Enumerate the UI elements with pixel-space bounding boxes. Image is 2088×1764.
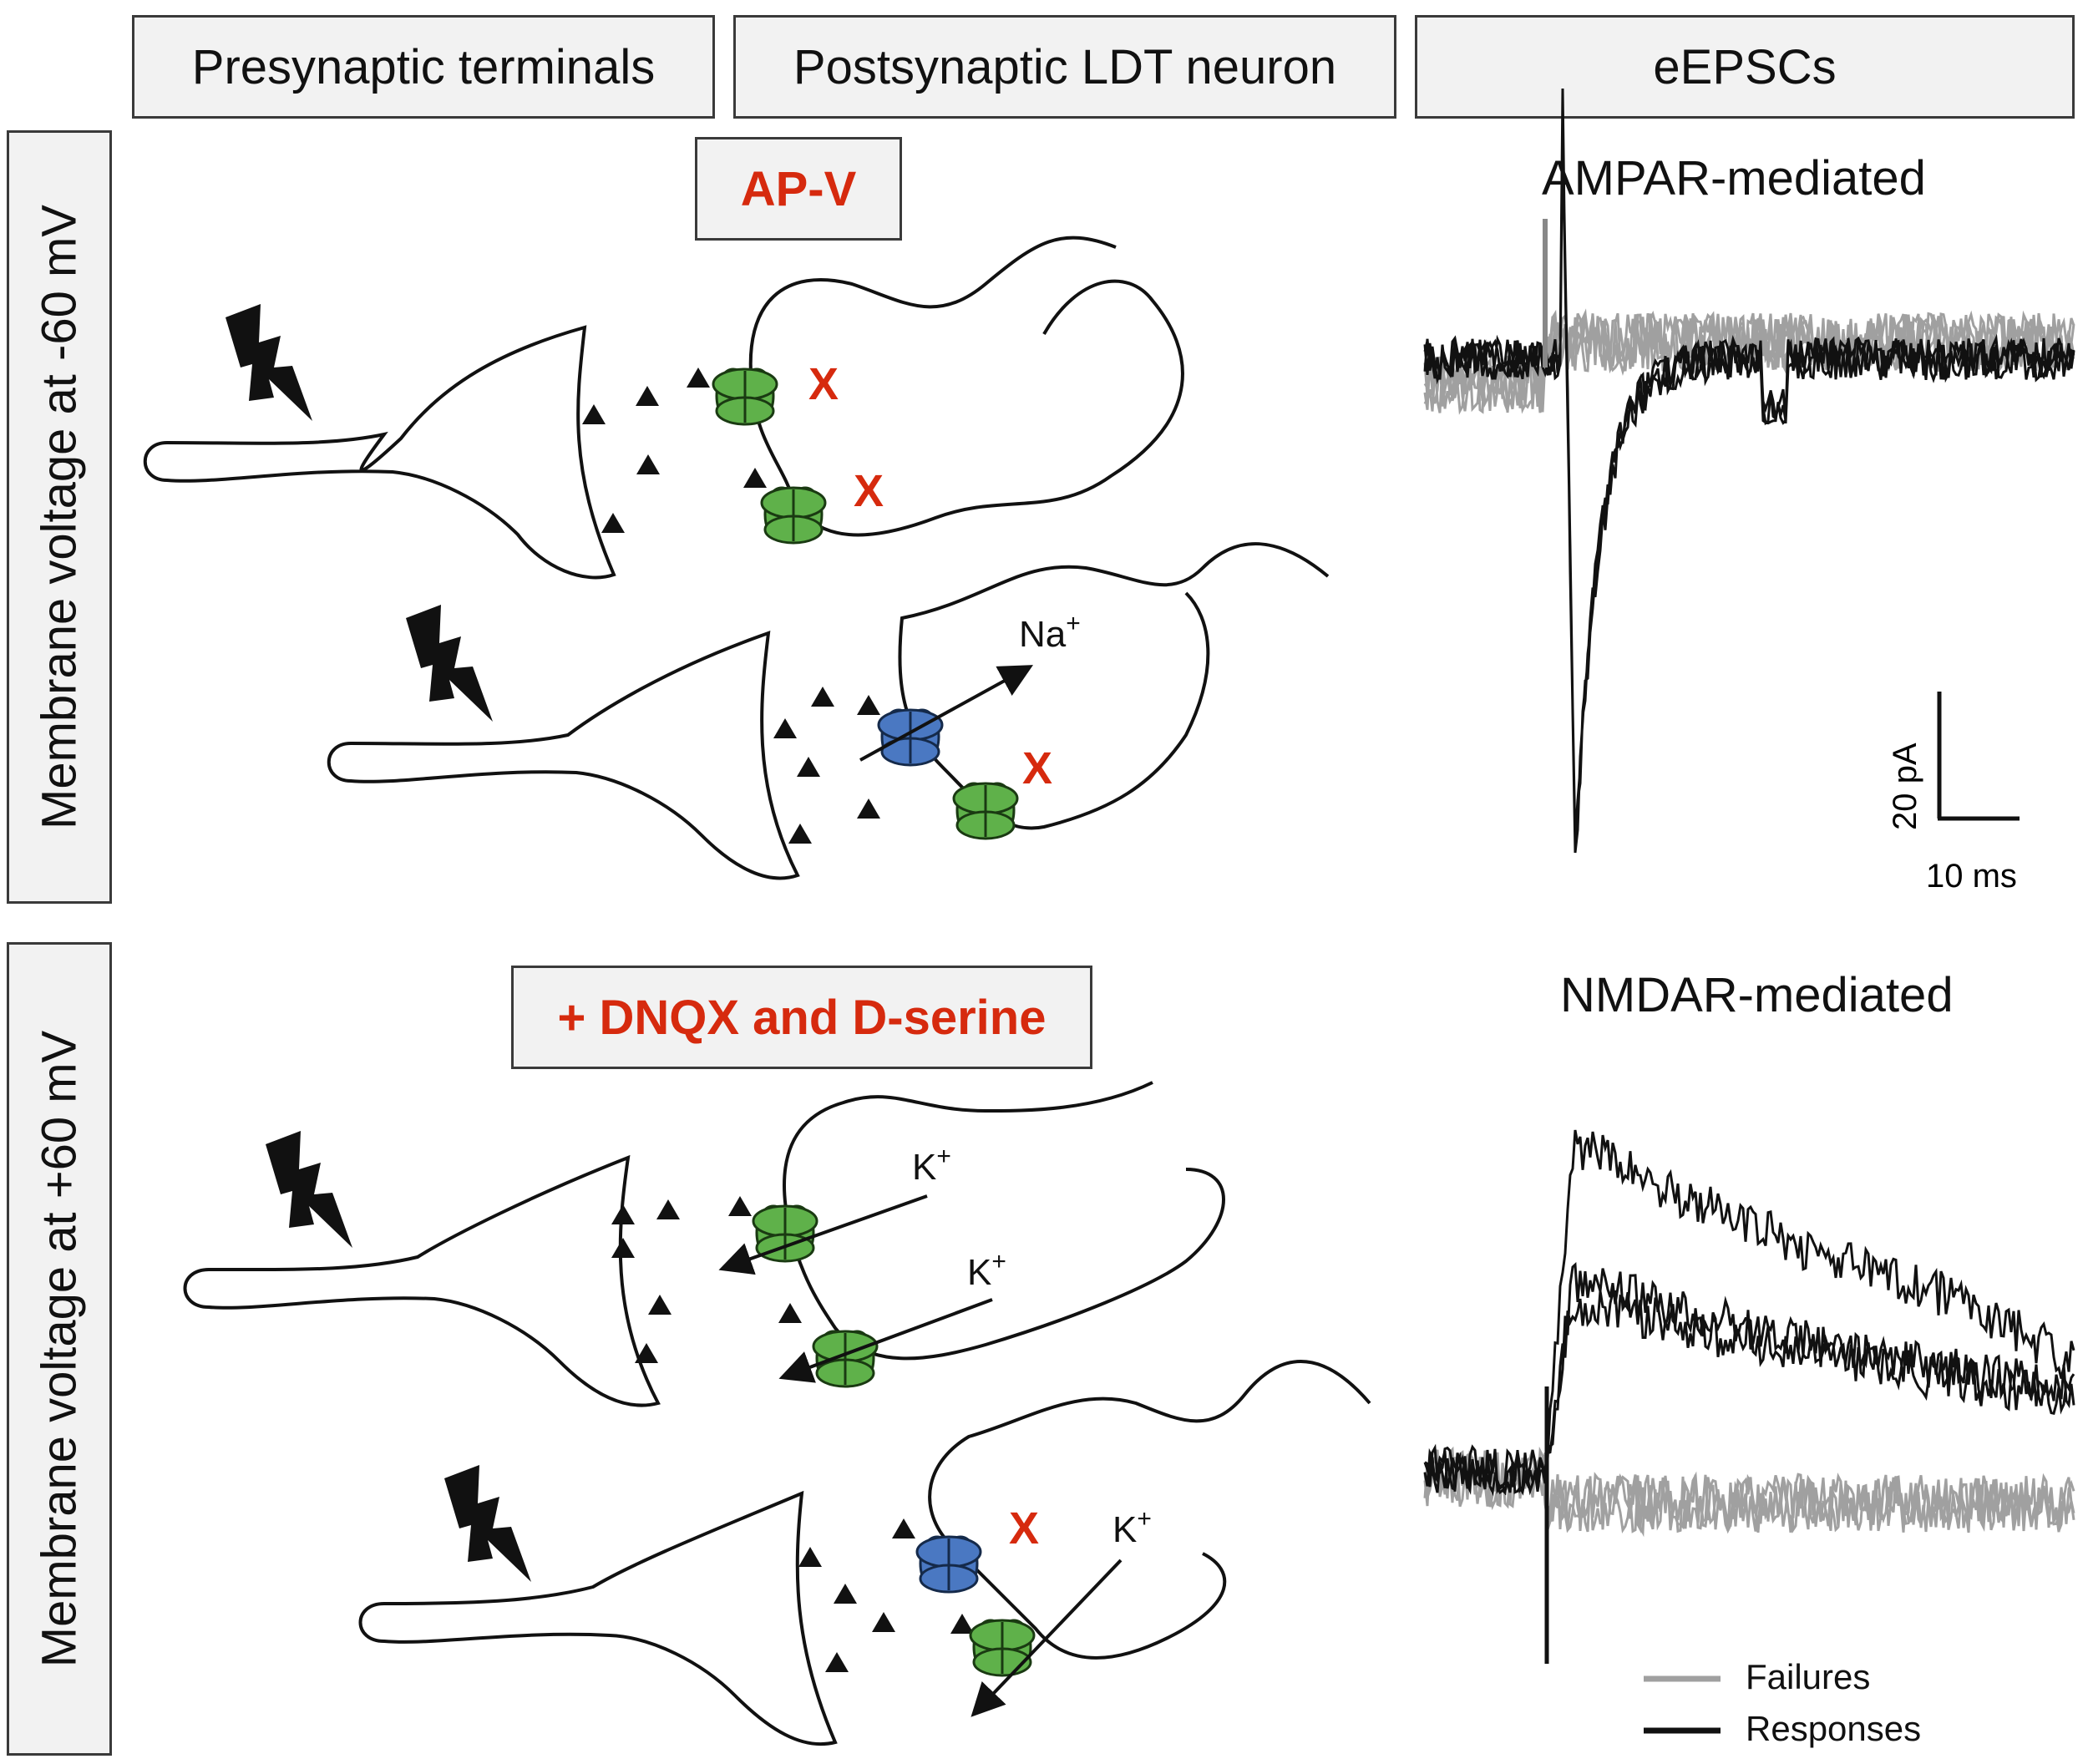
header-eepscs-label: eEPSCs [1653,39,1837,94]
legend-failures-label: Failures [1746,1657,1871,1696]
drug-apv-label: AP-V [740,161,857,216]
blocked-mark: X [808,359,839,409]
potassium-efflux-arrow [971,1559,1123,1717]
drug-dnqx-label: + DNQX and D-serine [557,990,1047,1045]
nmda-receptor-icon [915,1535,982,1594]
ampar-response-traces [1423,88,2075,854]
row-label-plus60: Membrane voltage at +60 mV [7,942,112,1756]
nmdar-trace-panel [1423,1129,2075,1734]
header-postsynaptic-neuron: Postsynaptic LDT neuron [733,15,1396,119]
presynaptic-terminal [358,1490,838,1746]
bottom-synapse-2: K+ X [358,1360,1371,1746]
glutamate-triangles [582,368,767,533]
ampar-failure-traces [1423,308,2075,415]
potassium-efflux-arrow [718,1194,928,1275]
sodium-influx-arrow [859,665,1034,762]
legend-responses-label: Responses [1746,1709,1922,1748]
ampa-receptor-icon [969,1619,1036,1677]
presynaptic-terminal [183,1154,661,1407]
drug-box-apv: AP-V [695,137,902,241]
glutamate-triangles [773,687,880,844]
header-presynaptic-terminals: Presynaptic terminals [132,15,715,119]
header-postsynaptic-label: Postsynaptic LDT neuron [793,39,1337,94]
ampa-receptor-icon [812,1330,879,1388]
scale-x-label: 10 ms [1926,858,2017,895]
header-presynaptic-label: Presynaptic terminals [191,39,656,94]
ampar-trace-panel: 20 pA 10 ms [1423,88,2075,895]
ampar-title: AMPAR-mediated [1542,151,1926,205]
row-label-minus60: Membrane voltage at -60 mV [7,130,112,904]
nmda-receptor-icon [877,708,944,767]
nmdar-response-traces [1423,1129,2075,1497]
trace-legend [1644,1675,1721,1734]
potassium-ion-label: K+ [967,1248,1006,1293]
glutamate-triangles [798,1518,974,1672]
scale-y-label: 20 pA [1887,743,1923,830]
stimulus-bolt-icon [266,1131,352,1248]
header-eepscs: eEPSCs [1415,15,2075,119]
postsynaptic-membrane [928,1360,1371,1660]
potassium-ion-label: K+ [1112,1505,1152,1550]
potassium-ion-label: K+ [912,1143,951,1188]
top-synapse-2: Na+ X [327,542,1330,880]
drug-box-dnqx-dserine: + DNQX and D-serine [511,966,1092,1069]
potassium-efflux-arrow [778,1298,993,1383]
ampa-receptor-icon [712,368,778,426]
glutamate-triangles [611,1196,802,1363]
stimulus-bolt-icon [444,1465,531,1582]
postsynaptic-membrane [898,542,1330,830]
scale-bar: 20 pA 10 ms [1887,692,2020,895]
sodium-ion-label: Na+ [1019,610,1081,655]
ampa-receptor-icon [760,486,827,545]
stimulus-bolt-icon [406,605,493,722]
stimulus-bolt-icon [226,304,312,421]
bottom-synapse-1: K+ K+ [183,1081,1225,1407]
ampa-receptor-icon [952,782,1019,840]
blocked-mark: X [854,466,884,516]
blocked-mark: X [1009,1503,1039,1554]
nmdar-title: NMDAR-mediated [1560,968,1954,1022]
top-synapse-1: X X [143,236,1184,580]
presynaptic-terminal [327,631,800,880]
blocked-mark: X [1022,743,1052,793]
presynaptic-terminal [143,325,616,580]
postsynaptic-membrane [782,1081,1225,1361]
